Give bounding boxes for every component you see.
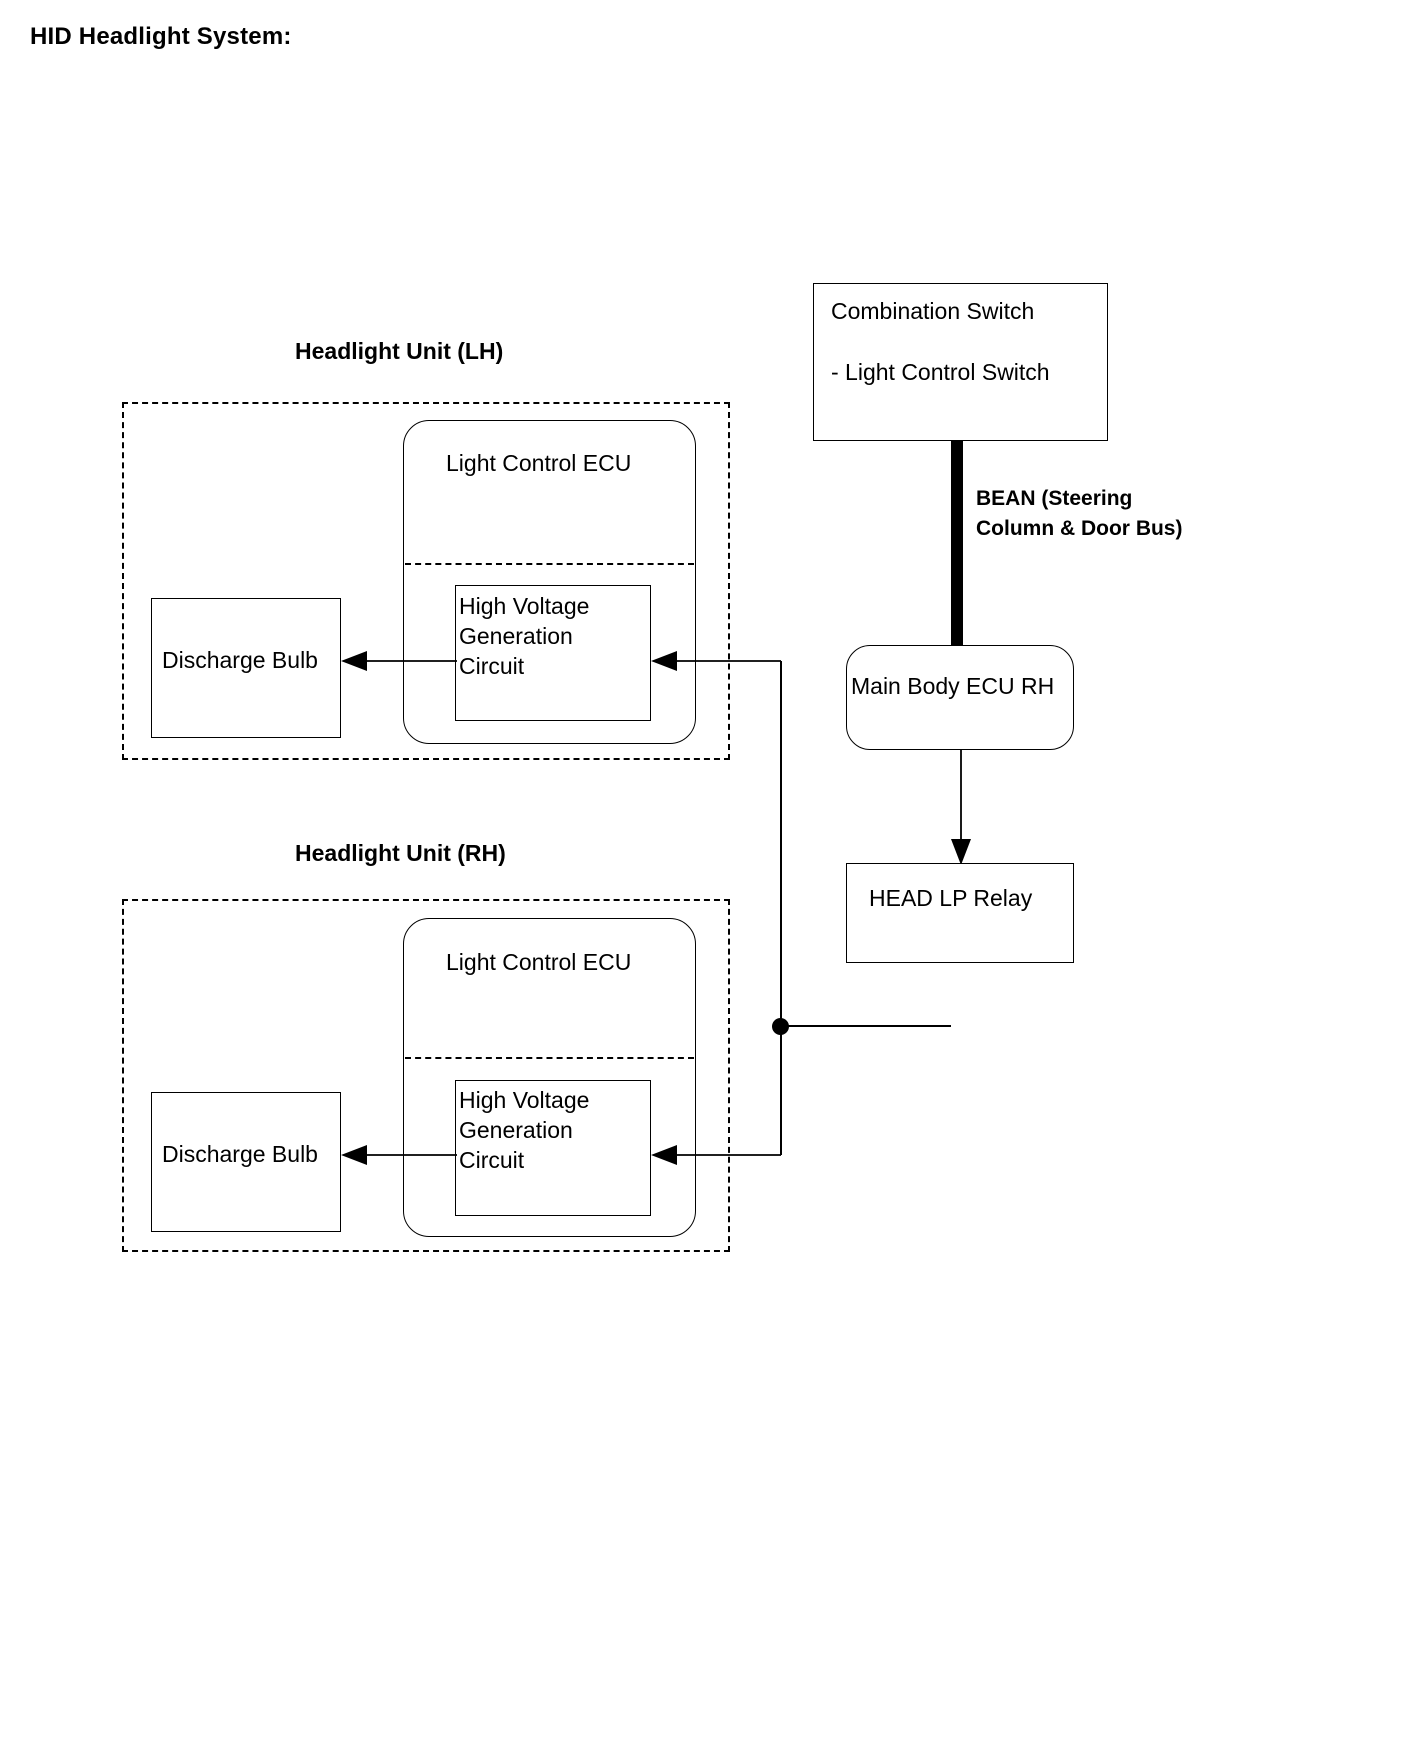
light-control-ecu-rh-label: Light Control ECU bbox=[446, 949, 632, 975]
headlight-unit-lh-caption: Headlight Unit (LH) bbox=[295, 338, 504, 364]
arrow-relay-to-hv-rh bbox=[651, 1145, 781, 1165]
discharge-bulb-lh[interactable] bbox=[151, 598, 341, 738]
discharge-bulb-rh[interactable] bbox=[151, 1092, 341, 1232]
head-lp-relay-box[interactable] bbox=[846, 863, 1074, 963]
combination-switch-box[interactable] bbox=[813, 283, 1108, 441]
light-control-ecu-lh-divider bbox=[405, 563, 694, 565]
high-voltage-generation-circuit-rh[interactable] bbox=[455, 1080, 651, 1216]
page-title: HID Headlight System: bbox=[30, 23, 292, 50]
combination-switch-item-light-control: - Light Control Switch bbox=[831, 359, 1050, 385]
high-voltage-generation-circuit-rh-label: High Voltage Generation Circuit bbox=[459, 1087, 590, 1173]
head-lp-relay-label: HEAD LP Relay bbox=[869, 885, 1033, 911]
bean-bus-line bbox=[951, 441, 963, 648]
light-control-ecu-lh-label: Light Control ECU bbox=[446, 450, 632, 476]
arrow-relay-to-hv-lh bbox=[651, 651, 781, 671]
relay-feed-branch-line bbox=[780, 1025, 951, 1027]
wiring-junction-dot bbox=[772, 1018, 789, 1035]
high-voltage-generation-circuit-lh[interactable] bbox=[455, 585, 651, 721]
headlight-unit-lh-enclosure bbox=[122, 402, 730, 760]
main-body-ecu-rh-box[interactable] bbox=[846, 645, 1074, 750]
headlight-unit-rh-enclosure bbox=[122, 899, 730, 1252]
combination-switch-title: Combination Switch bbox=[831, 298, 1035, 324]
bean-bus-label: BEAN (Steering Column & Door Bus) bbox=[976, 487, 1183, 540]
discharge-bulb-rh-label: Discharge Bulb bbox=[162, 1141, 318, 1167]
discharge-bulb-lh-label: Discharge Bulb bbox=[162, 647, 318, 673]
main-body-ecu-rh-label: Main Body ECU RH bbox=[851, 673, 1055, 699]
headlight-unit-rh-caption: Headlight Unit (RH) bbox=[295, 840, 506, 866]
arrow-main-body-ecu-to-relay bbox=[951, 750, 971, 865]
arrow-hv-to-bulb-rh bbox=[341, 1145, 457, 1165]
arrow-hv-to-bulb-lh bbox=[341, 651, 457, 671]
relay-feed-trunk-line bbox=[780, 661, 782, 1155]
high-voltage-generation-circuit-lh-label: High Voltage Generation Circuit bbox=[459, 593, 590, 679]
light-control-ecu-rh-divider bbox=[405, 1057, 694, 1059]
